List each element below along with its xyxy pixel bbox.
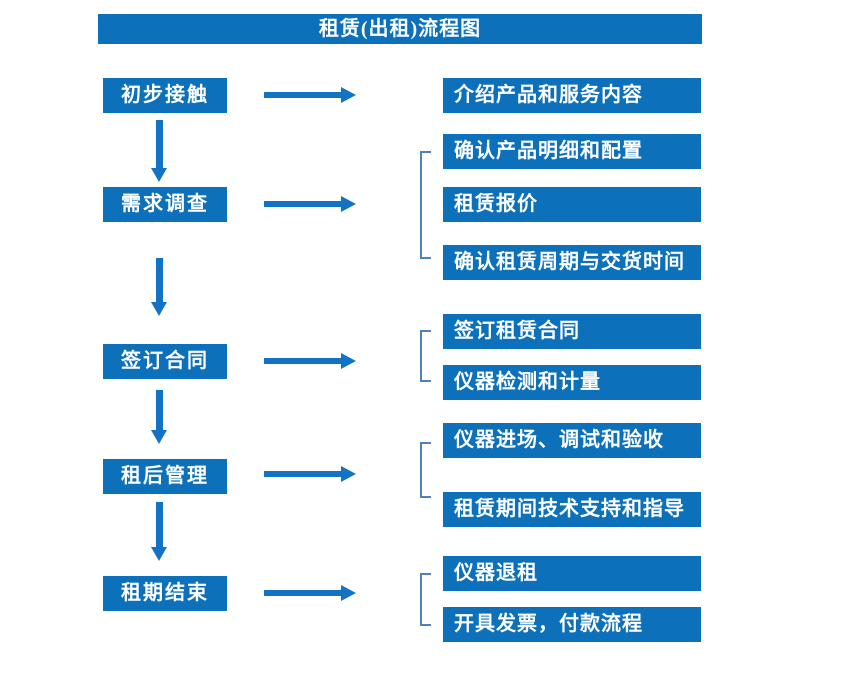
arrow-head: [341, 466, 356, 482]
arrow-down-icon: [151, 120, 167, 182]
output-box: 签订租赁合同: [443, 314, 701, 349]
arrow-head: [341, 353, 356, 369]
output-box: 仪器退租: [443, 556, 701, 591]
output-box: 确认租赁周期与交货时间: [443, 245, 701, 280]
arrow-head: [151, 302, 167, 316]
flowchart-title: 租赁(出租)流程图: [98, 14, 702, 44]
arrow-shaft: [156, 258, 163, 303]
arrow-head: [151, 168, 167, 182]
arrow-shaft: [264, 92, 342, 98]
step-box-lease-end: 租期结束: [103, 576, 227, 611]
arrow-shaft: [264, 471, 342, 477]
step-box-initial-contact: 初步接触: [103, 78, 227, 113]
output-box: 租赁报价: [443, 187, 701, 222]
arrow-shaft: [264, 201, 342, 207]
output-box: 租赁期间技术支持和指导: [443, 492, 701, 527]
arrow-right-icon: [264, 466, 356, 482]
arrow-down-icon: [151, 390, 167, 444]
arrow-head: [341, 87, 356, 103]
arrow-shaft: [156, 120, 163, 169]
arrow-head: [341, 196, 356, 212]
output-box: 仪器检测和计量: [443, 365, 701, 400]
group-bracket: [420, 442, 431, 498]
arrow-shaft: [156, 502, 163, 548]
arrow-right-icon: [264, 353, 356, 369]
arrow-shaft: [264, 590, 342, 596]
output-box: 开具发票，付款流程: [443, 607, 701, 642]
group-bracket: [420, 330, 431, 382]
step-box-post-rental-mgmt: 租后管理: [103, 459, 227, 494]
group-bracket: [420, 151, 431, 259]
arrow-right-icon: [264, 87, 356, 103]
arrow-down-icon: [151, 502, 167, 561]
step-box-demand-survey: 需求调查: [103, 187, 227, 222]
output-box: 仪器进场、调试和验收: [443, 423, 701, 458]
output-box: 介绍产品和服务内容: [443, 78, 701, 113]
arrow-head: [151, 547, 167, 561]
arrow-down-icon: [151, 258, 167, 316]
output-box: 确认产品明细和配置: [443, 134, 701, 169]
group-bracket: [420, 573, 431, 626]
arrow-right-icon: [264, 196, 356, 212]
arrow-shaft: [156, 390, 163, 431]
arrow-right-icon: [264, 585, 356, 601]
step-box-sign-contract: 签订合同: [103, 344, 227, 379]
arrow-shaft: [264, 358, 342, 364]
arrow-head: [341, 585, 356, 601]
arrow-head: [151, 430, 167, 444]
